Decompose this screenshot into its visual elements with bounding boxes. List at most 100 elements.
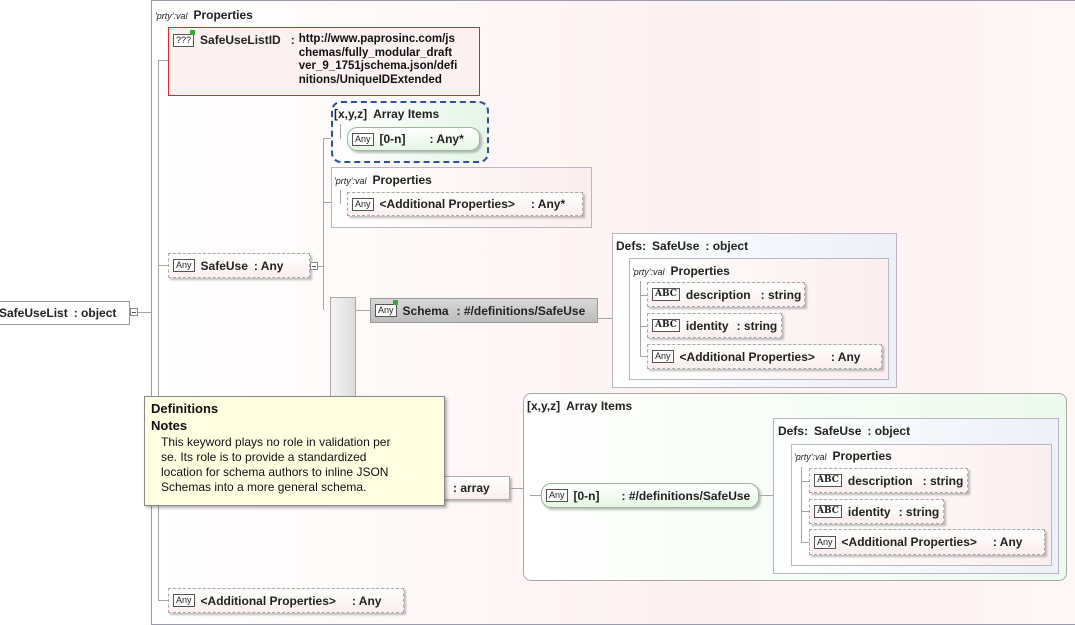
connector — [318, 266, 324, 267]
tooltip-line: location for schema authors to inline JS… — [161, 465, 389, 479]
connector — [158, 60, 168, 61]
flag-icon — [393, 300, 398, 305]
defs-name: SafeUse — [652, 239, 700, 253]
property-name: description — [847, 473, 913, 488]
tooltip-notes-heading: Notes — [151, 418, 188, 433]
tooltip-line: Schemas into a more general schema. — [161, 480, 367, 494]
string-type-badge-icon: ABC — [814, 474, 842, 487]
property-type: : string — [760, 287, 802, 302]
any-type-badge-icon: Any — [173, 594, 195, 607]
ref-line: http://www.paprosinc.com/js — [298, 33, 455, 45]
any-type-badge-icon: Any — [652, 350, 674, 363]
properties-prefix: 'prty':val — [155, 11, 188, 21]
property-type: : string — [736, 318, 778, 333]
safe-use-name: SafeUse — [200, 258, 248, 273]
defs-2-additional-properties-node[interactable]: Any <Additional Properties> : Any — [809, 529, 1045, 555]
flag-icon — [190, 30, 195, 35]
array-items-top-item[interactable]: Any [0-n] : Any* — [347, 127, 480, 151]
property-name: identity — [685, 318, 729, 333]
any-type-badge-icon: Any — [352, 197, 374, 211]
additional-properties-type: : Any — [351, 593, 382, 608]
connector — [801, 511, 809, 512]
tooltip-line: se. Its role is to provide a standardize… — [161, 450, 367, 464]
array-item-name: [0-n] — [379, 132, 406, 146]
additional-properties-name: <Additional Properties> — [200, 593, 336, 608]
array-item-type: : #/definitions/SafeUse — [621, 488, 751, 503]
properties-prefix: 'prty':val — [632, 267, 665, 277]
defs-prefix: Defs: — [778, 424, 809, 438]
connector — [640, 356, 647, 357]
defs-type: : object — [867, 424, 911, 438]
any-type-badge-icon: Any — [814, 535, 836, 549]
array-items-bottom-item[interactable]: Any [0-n] : #/definitions/SafeUse — [541, 483, 759, 508]
string-type-badge-icon: ABC — [814, 505, 842, 518]
definitions-tooltip: Definitions Notes This keyword plays no … — [144, 396, 445, 506]
tooltip-heading: Definitions — [151, 401, 219, 416]
properties-label: Properties — [193, 8, 253, 22]
property-name: <Additional Properties> — [841, 535, 977, 549]
properties-label: Properties — [372, 173, 432, 187]
defs-1-description-node[interactable]: ABC description : string — [647, 282, 805, 307]
string-type-badge-icon: ABC — [652, 319, 680, 332]
array-items-label: Array Items — [373, 107, 440, 121]
defs-1-additional-properties-node[interactable]: Any <Additional Properties> : Any — [647, 344, 882, 369]
additional-properties-main-node[interactable]: Any <Additional Properties> : Any — [168, 588, 404, 613]
main-properties-title: 'prty':val Properties — [155, 8, 253, 22]
any-type-badge-icon: Any — [352, 132, 374, 146]
root-node-type: : object — [73, 306, 117, 320]
connector — [598, 318, 612, 319]
connector — [340, 190, 341, 204]
connector — [640, 326, 647, 327]
safe-use-list-id-node[interactable]: ??? SafeUseListID : http://www.paprosinc… — [168, 27, 480, 96]
defs-2-description-node[interactable]: ABC description : string — [809, 468, 968, 493]
additional-properties-node-1[interactable]: Any <Additional Properties> : Any* — [347, 192, 583, 216]
property-type: : Any — [830, 349, 861, 364]
safe-use-node[interactable]: Any SafeUse : Any — [168, 253, 310, 278]
root-node-name: SafeUseList — [0, 306, 68, 320]
defs-1-identity-node[interactable]: ABC identity : string — [647, 313, 782, 338]
connector — [801, 467, 802, 542]
defs-prefix: Defs: — [616, 239, 647, 253]
any-type-badge-icon: Any — [375, 304, 397, 317]
definitions-group-strip[interactable] — [330, 297, 356, 407]
connector — [759, 495, 774, 496]
safe-use-list-id-ref: http://www.paprosinc.com/js chemas/fully… — [299, 33, 458, 87]
defs-name: SafeUse — [814, 424, 862, 438]
safe-use-list-id-sep: : — [290, 33, 295, 47]
defs-box-2-title: Defs: SafeUse : object — [778, 424, 910, 438]
string-type-badge-icon: ABC — [652, 288, 680, 301]
root-node-safeuselist[interactable]: SafeUseList : object — [0, 301, 130, 325]
tooltip-line: This keyword plays no role in validation… — [161, 435, 391, 449]
connector — [801, 481, 809, 482]
any-type-badge-icon: Any — [173, 259, 195, 272]
safe-use-list-id-name: SafeUseListID — [200, 33, 281, 47]
ref-line: chemas/fully_modular_draft — [298, 46, 453, 59]
ref-line: ver_9_1751jschema.json/defi — [298, 60, 458, 72]
array-items-top-title: [x,y,z]Array Items — [334, 107, 439, 121]
connector — [530, 495, 542, 496]
properties-prefix: 'prty':val — [794, 452, 827, 462]
array-items-label: Array Items — [566, 399, 633, 413]
schema-name: Schema — [402, 303, 449, 318]
root-collapse-toggle[interactable] — [130, 308, 138, 316]
connector — [356, 310, 370, 311]
defs-2-identity-node[interactable]: ABC identity : string — [809, 499, 944, 524]
unknown-type-badge-icon: ??? — [173, 34, 195, 47]
connector — [340, 124, 341, 139]
array-items-prefix: [x,y,z] — [527, 399, 561, 413]
any-type-badge-icon: Any — [546, 489, 568, 502]
safe-use-collapse-toggle[interactable] — [310, 262, 318, 270]
connector — [138, 312, 152, 313]
additional-properties-type: : Any* — [530, 197, 566, 211]
safe-use-type: : Any — [253, 258, 284, 273]
property-name: <Additional Properties> — [679, 349, 815, 364]
additional-properties-name: <Additional Properties> — [379, 197, 515, 211]
ref-line: nitions/UniqueIDExtended — [298, 73, 442, 86]
schema-type: : #/definitions/SafeUse — [456, 303, 586, 318]
properties-label: Properties — [832, 449, 892, 463]
defs-box-1-title: Defs:SafeUse: object — [616, 239, 748, 253]
array-items-bottom-title: [x,y,z] Array Items — [527, 399, 632, 413]
schema-node[interactable]: Any Schema : #/definitions/SafeUse — [370, 298, 598, 323]
